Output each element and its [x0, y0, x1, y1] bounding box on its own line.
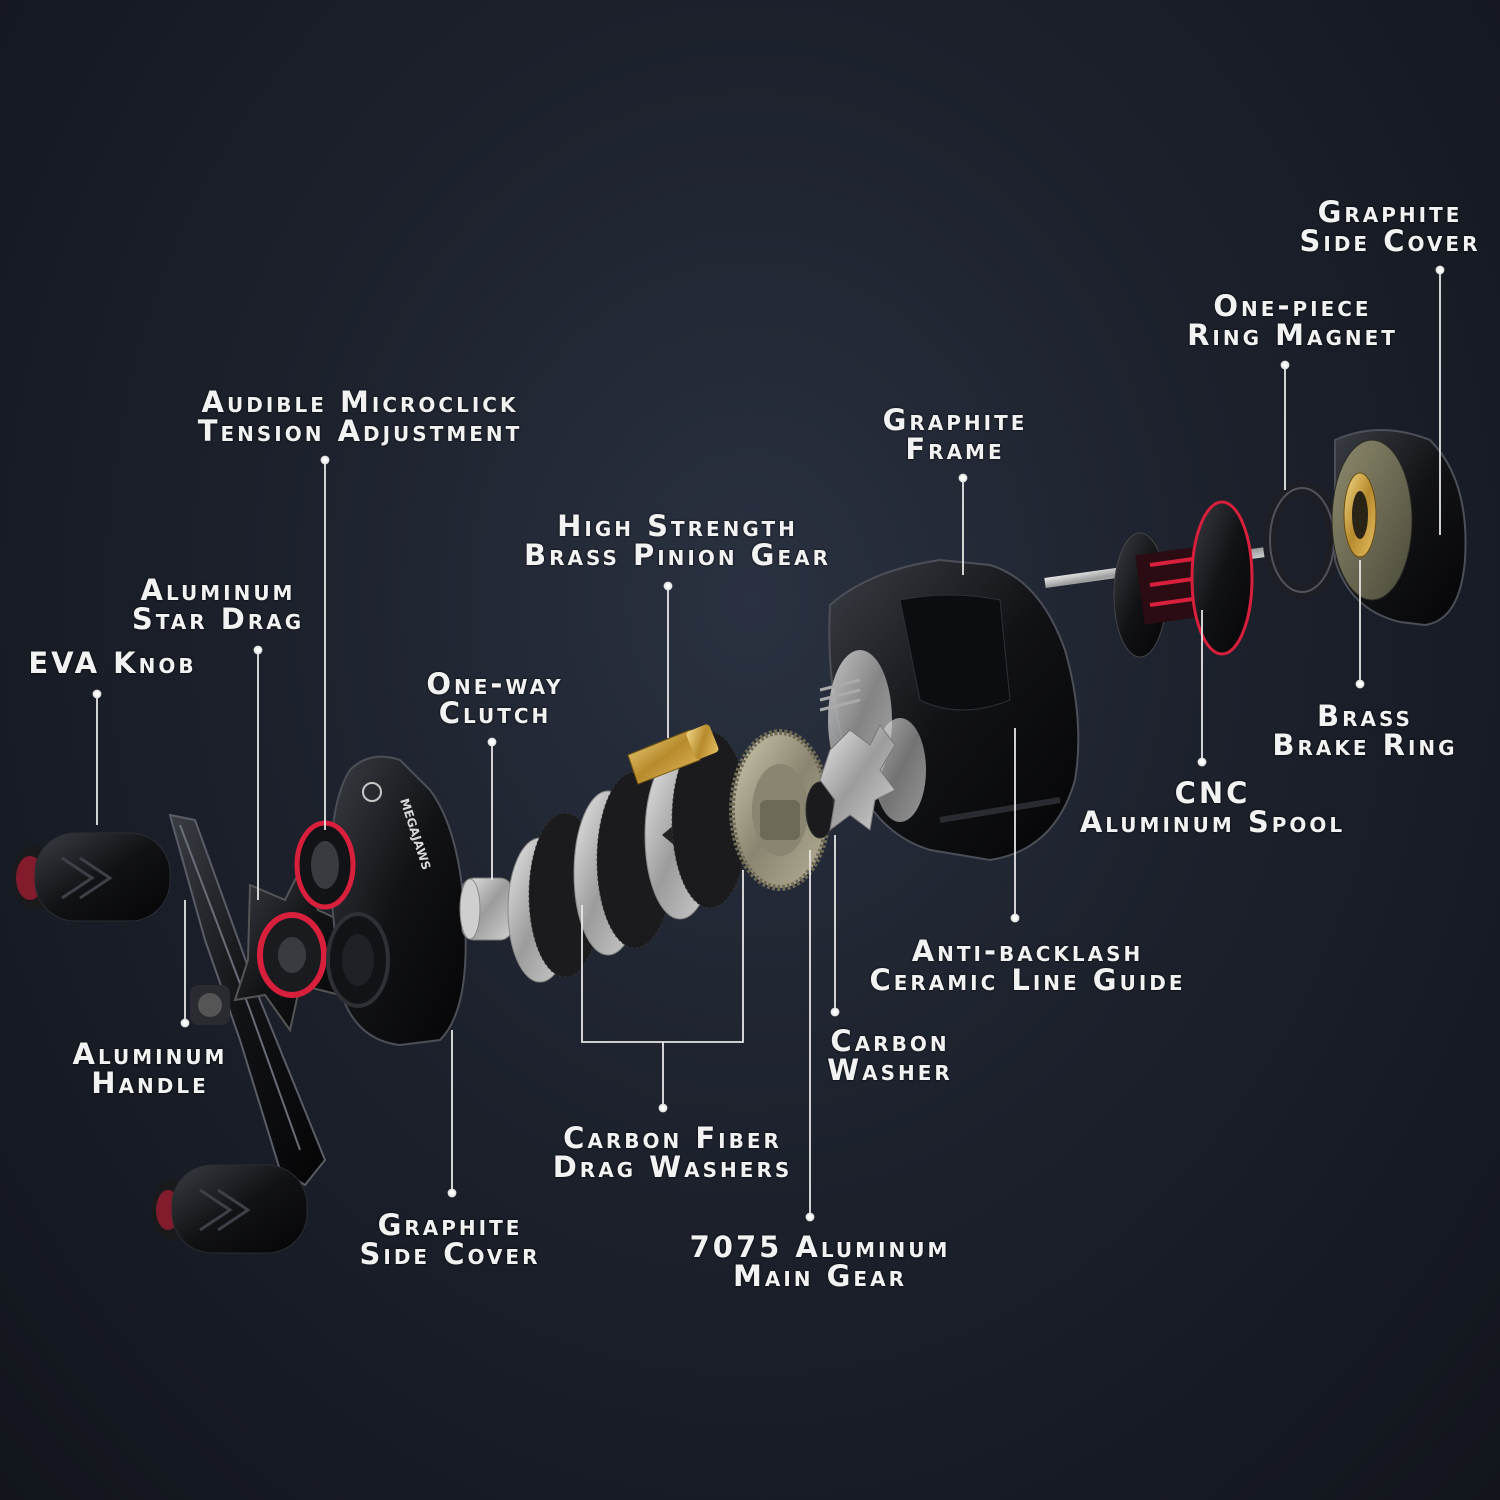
drag-washer-stack-part	[507, 731, 749, 983]
aluminum-handle-part	[168, 813, 327, 1187]
left-side-plate-part: MEGAJAWS	[294, 755, 467, 1047]
label-eva-knob: EVA Knob	[28, 646, 197, 680]
one-way-clutch-part	[459, 877, 513, 941]
eva-knob-bottom-part	[152, 1164, 308, 1254]
ring-magnet-part	[1263, 481, 1341, 599]
drive-gear-part	[819, 724, 896, 832]
brass-pinion-gear-part	[627, 724, 719, 785]
right-side-cover-part	[1331, 429, 1467, 627]
handle-nut-part	[190, 985, 230, 1025]
spool-part	[1113, 500, 1254, 658]
leader-lines	[92, 265, 1445, 1222]
eva-knob-top-part	[13, 832, 171, 922]
